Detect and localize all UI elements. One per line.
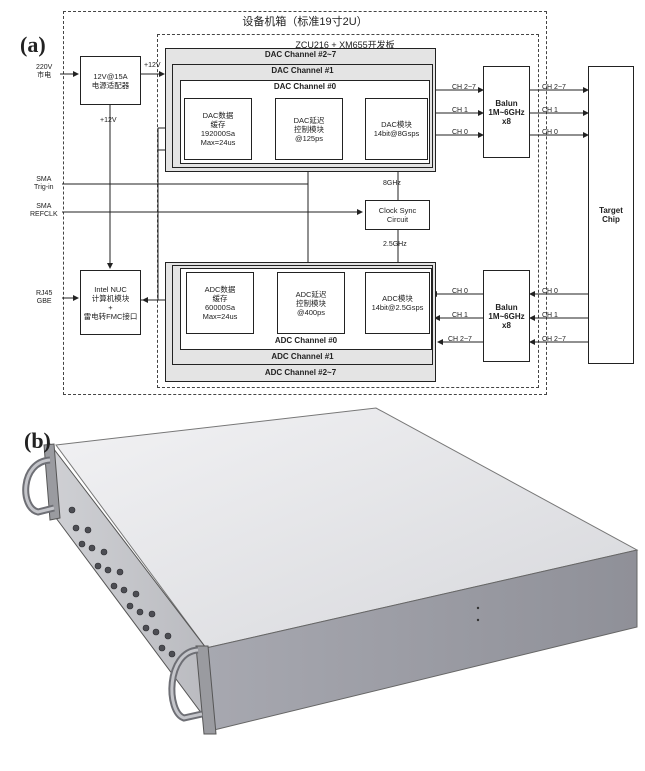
chassis-outline xyxy=(63,11,547,395)
clock-sync-block: Clock Sync Circuit xyxy=(365,200,430,230)
dac-channel-2-7-label: DAC Channel #2~7 xyxy=(264,50,337,59)
target-ch1-bottom-label: CH 1 xyxy=(542,312,558,319)
target-ch1-top-label: CH 1 xyxy=(542,107,558,114)
rj45-label: RJ45 GBE xyxy=(36,290,53,305)
target-ch0-bottom-label: CH 0 xyxy=(542,288,558,295)
adc-buffer-block: ADC数据 缓存 60000Sa Max=24us xyxy=(186,272,254,334)
chassis-render xyxy=(22,407,639,735)
sma-trig-label: SMA Trig-in xyxy=(34,176,54,191)
v12-down-label: +12V xyxy=(100,117,117,124)
chassis-title: 设备机箱（标准19寸2U） xyxy=(242,16,368,28)
dac-buffer-block: DAC数据 缓存 192000Sa Max=24us xyxy=(184,98,252,160)
adc-delay-block: ADC延迟 控制模块 @400ps xyxy=(277,272,345,334)
panel-a-label: (a) xyxy=(20,32,46,57)
dac-ch27-label: CH 2~7 xyxy=(452,84,476,91)
dac-delay-block: DAC延迟 控制模块 @125ps xyxy=(275,98,343,160)
dac-ch0-label: CH 0 xyxy=(452,129,468,136)
adc-module-block: ADC模块 14bit@2.5Gsps xyxy=(365,272,430,334)
zcu-title: ZCU216 + XM655开发板 xyxy=(295,40,395,50)
target-chip-block: Target Chip xyxy=(588,66,634,364)
balun-top-block: Balun 1M~6GHz x8 xyxy=(483,66,530,158)
mains-input-label: 220V 市电 xyxy=(36,64,53,79)
nuc-block: Intel NUC 计算机模块 + 雷电转FMC接口 xyxy=(80,270,141,335)
dac-module-block: DAC模块 14bit@8Gsps xyxy=(365,98,428,160)
adc-ch0-label: CH 0 xyxy=(452,288,468,295)
psu-block: 12V@15A 电源适配器 xyxy=(80,56,141,105)
target-ch27-top-label: CH 2~7 xyxy=(542,84,566,91)
dac-channel-0-label: DAC Channel #0 xyxy=(273,82,337,91)
adc-ch1-label: CH 1 xyxy=(452,312,468,319)
dac-ch1-label: CH 1 xyxy=(452,107,468,114)
dac-channel-1-label: DAC Channel #1 xyxy=(271,66,334,75)
adc-channel-0-label: ADC Channel #0 xyxy=(274,336,338,345)
target-ch27-bottom-label: CH 2~7 xyxy=(542,336,566,343)
freq-2-5ghz-label: 2.5GHz xyxy=(383,241,407,248)
freq-8ghz-label: 8GHz xyxy=(383,180,401,187)
target-ch0-top-label: CH 0 xyxy=(542,129,558,136)
adc-channel-2-7-label: ADC Channel #2~7 xyxy=(264,368,337,377)
adc-channel-1-label: ADC Channel #1 xyxy=(271,352,334,361)
adc-ch27-label: CH 2~7 xyxy=(448,336,472,343)
v12-right-label: +12V xyxy=(144,62,161,69)
panel-b: (b) xyxy=(16,400,645,766)
sma-refclk-label: SMA REFCLK xyxy=(30,203,58,218)
balun-bottom-block: Balun 1M~6GHz x8 xyxy=(483,270,530,362)
panel-b-label: (b) xyxy=(24,428,51,453)
